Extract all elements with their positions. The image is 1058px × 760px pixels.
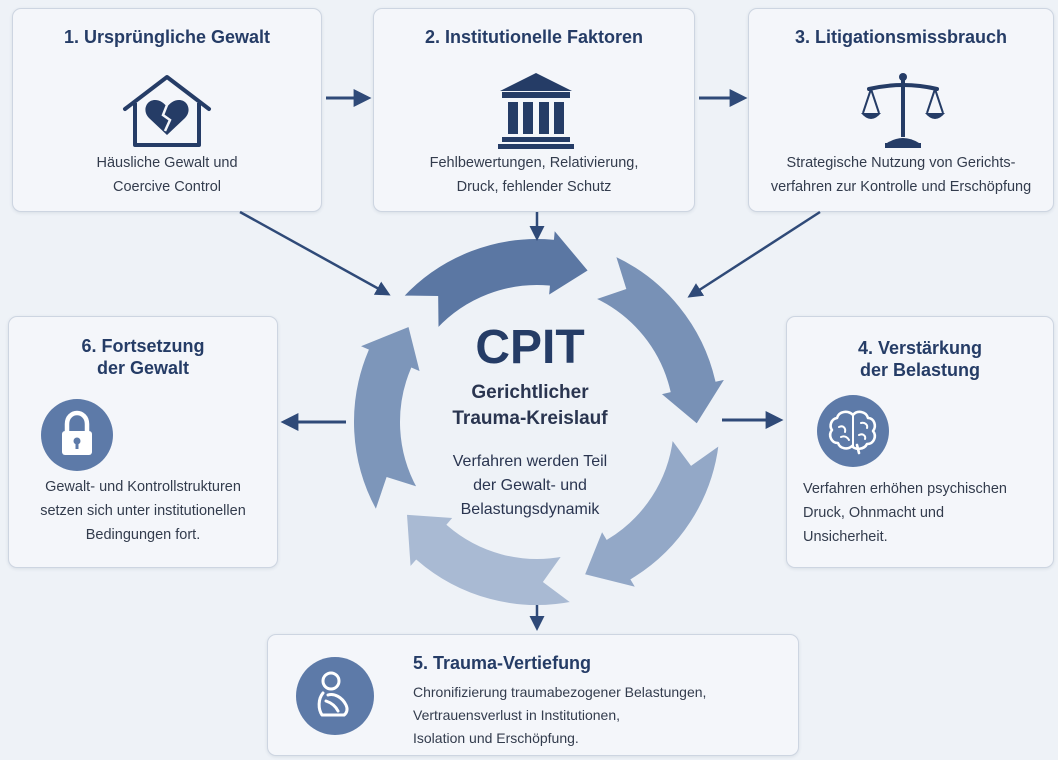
box-3-text: Strategische Nutzung von Gerichts- verfa… [749,151,1053,199]
cycle-ring [352,226,729,607]
connector-arrows [239,89,821,631]
box-4-line: Druck, Ohnmacht und [803,505,945,521]
box-2-title: 2. Institutionelle Faktoren [424,27,644,47]
box-5-line: Isolation und Erschöpfung. [413,730,579,746]
broken-heart-house-icon [119,73,215,154]
box-5-line: Vertrauensverlust in Institutionen, [413,707,621,723]
box-5-line: Chronifizierung traumabezogener Belastun… [413,684,707,700]
box-4-line: Verfahren erhöhen psychischen [803,481,1007,497]
box-3-line: Strategische Nutzung von Gerichts- [786,155,1016,171]
cycle-acronym: CPIT [475,321,585,374]
box-3-title: 3. Litigationsmissbrauch [794,27,1008,47]
padlock-icon [41,399,113,471]
box-verstaerkung-der-belastung: 4. Verstärkung der Belastung Verfahren e… [786,316,1054,568]
box-1-line: Häusliche Gewalt und [96,155,238,171]
box-4-line: Unsicherheit. [803,529,888,545]
box-3-line: verfahren zur Kontrolle und Erschöpfung [770,179,1032,195]
cycle-subtitle: Gerichtlicher Trauma-Kreislauf [380,380,680,432]
box-1-text: Häusliche Gewalt und Coercive Control [13,151,321,199]
scales-icon [861,69,945,154]
box-2-line: Druck, fehlender Schutz [456,179,612,195]
box-4-title-line: der Belastung [859,360,981,380]
box-2-text: Fehlbewertungen, Relativierung, Druck, f… [374,151,694,199]
box-litigationsmissbrauch: 3. Litigationsmissbrauch Strategische Nu… [748,8,1054,212]
cycle-description: Verfahren werden Teil der Gewalt- und Be… [380,450,680,522]
cycle-description-line: Verfahren werden Teil [452,453,608,470]
box-6-line: Gewalt- und Kontrollstrukturen [45,479,241,495]
box-6-text: Gewalt- und Kontrollstrukturen setzen si… [9,475,277,547]
box-urspruengliche-gewalt: 1. Ursprüngliche Gewalt Häusliche Gewalt… [12,8,322,212]
brain-icon [817,395,889,467]
box-6-line: setzen sich unter institutionellen [40,503,246,519]
cycle-description-line: der Gewalt- und [473,477,587,494]
box-institutionelle-faktoren: 2. Institutionelle Faktoren Fehlbewertun… [373,8,695,212]
box-trauma-vertiefung: 5. Trauma-Vertiefung Chronifizierung tra… [267,634,799,756]
cycle-description-line: Belastungsdynamik [460,501,600,518]
box-fortsetzung-der-gewalt: 6. Fortsetzung der Gewalt Gewalt- und Ko… [8,316,278,568]
courthouse-icon [498,71,574,154]
box-6-title: 6. Fortsetzung der Gewalt [9,335,277,379]
box-1-line: Coercive Control [113,179,221,195]
cycle-arrow-segment [591,253,729,427]
cycle-arrow-segment [404,512,575,607]
arrow-box3-to-cycle [687,210,821,298]
box-5-title: 5. Trauma-Vertiefung [413,653,592,673]
box-6-title-line: 6. Fortsetzung [81,336,205,356]
box-2-line: Fehlbewertungen, Relativierung, [429,155,639,171]
box-6-line: Bedingungen fort. [85,527,201,543]
box-4-title-line: 4. Verstärkung [857,338,983,358]
cycle-subtitle-line: Trauma-Kreislauf [452,408,608,429]
box-5-text: Chronifizierung traumabezogener Belastun… [413,681,706,750]
cycle-subtitle-line: Gerichtlicher [471,382,589,403]
cycle-arrow-segment [400,226,591,332]
box-1-title: 1. Ursprüngliche Gewalt [63,27,271,47]
cycle-arrow-segment [352,324,423,514]
huddled-person-icon [296,657,374,735]
arrow-box1-to-cycle [239,210,391,296]
box-4-title: 4. Verstärkung der Belastung [787,337,1053,381]
box-6-title-line: der Gewalt [96,358,190,378]
cycle-arrow-segment [582,435,721,590]
box-4-text: Verfahren erhöhen psychischen Druck, Ohn… [803,477,1053,549]
